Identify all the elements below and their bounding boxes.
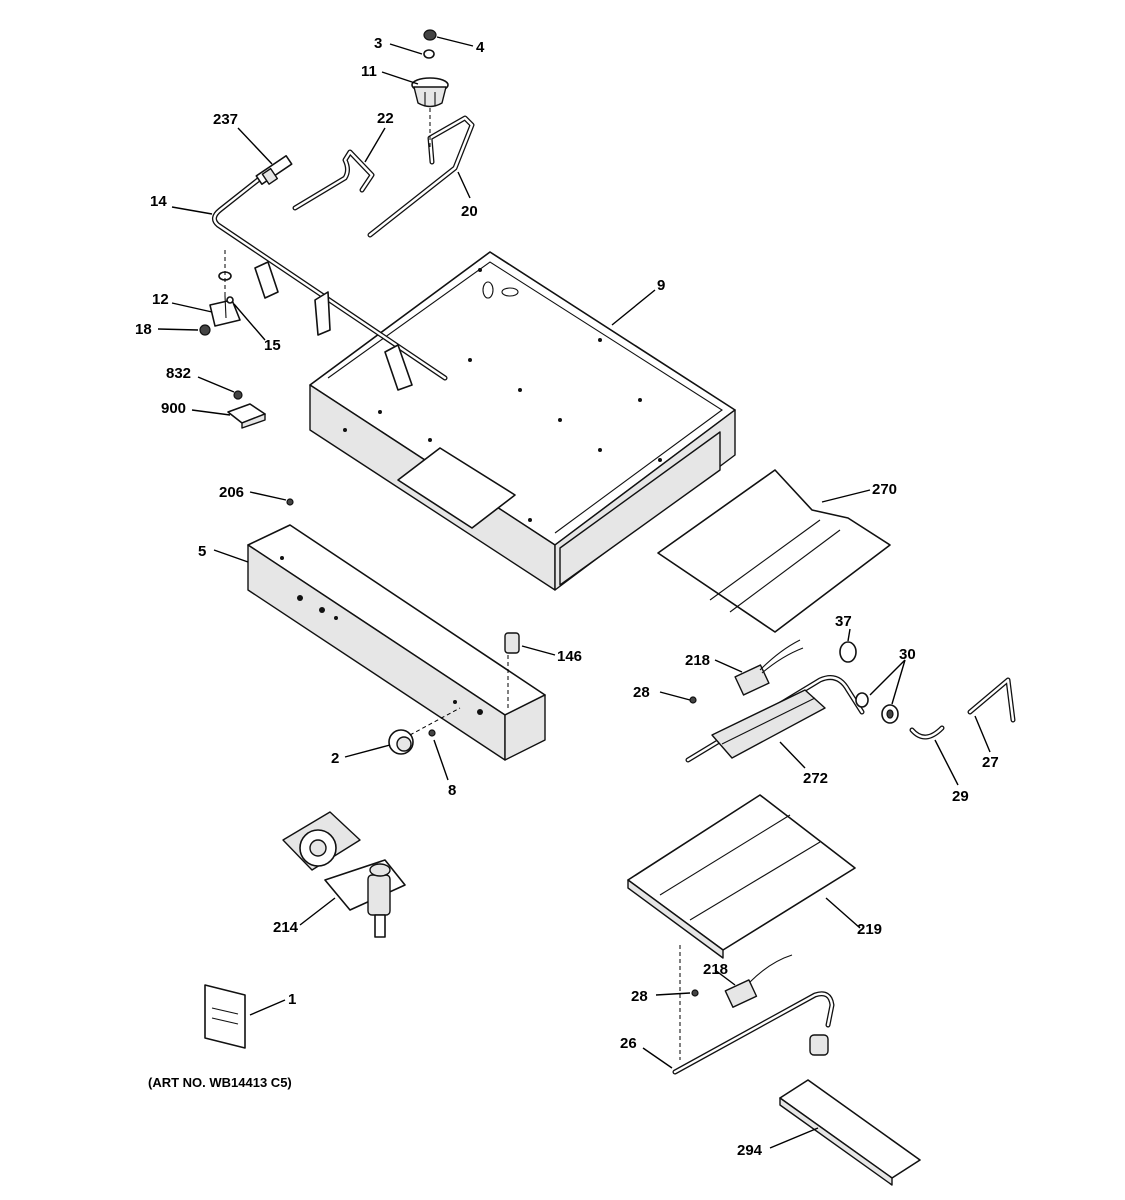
callout-1: 1 [288,991,296,1008]
callout-20: 20 [461,203,478,220]
part-832-screw [233,390,243,400]
part-294-baffle [779,1079,921,1186]
callout-29: 29 [952,788,969,805]
callout-237: 237 [213,111,238,128]
callout-294: 294 [737,1142,763,1159]
part-20-tube [367,115,475,238]
callout-15: 15 [264,337,281,354]
callout-832: 832 [166,365,191,382]
part-29-elbow [909,725,945,740]
part-9-burner-box [309,251,736,591]
part-8-screw [428,729,436,737]
callout-214: 214 [273,919,299,936]
callout-2: 2 [331,750,339,767]
part-3-washer [423,49,435,59]
callout-900: 900 [161,400,186,417]
art-number: (ART NO. WB14413 C5) [148,1075,292,1090]
part-14-manifold-pipe [212,177,448,391]
part-28-screw-lower [691,989,699,997]
part-22-tube [292,149,375,211]
part-214-regulator-valve [282,811,406,938]
part-2-knob [388,729,414,755]
callout-28-lower: 28 [631,988,648,1005]
callout-206: 206 [219,484,244,501]
part-146-clip [504,632,520,654]
callout-4: 4 [476,39,485,56]
part-11-orifice-holder [411,77,449,108]
part-270-burner-cover [657,469,891,633]
part-37-cap [839,641,857,663]
part-219-broil-cover [627,794,856,959]
callout-272: 272 [803,770,828,787]
part-18-nut [199,324,211,336]
part-237-fitting [255,154,293,186]
alignment-line [409,707,461,736]
part-28-screw-upper [689,696,697,704]
part-1-literature-pack [204,984,246,1049]
callout-30: 30 [899,646,916,663]
callout-5: 5 [198,543,206,560]
callout-18: 18 [135,321,152,338]
part-5-manifold-panel [247,524,546,761]
part-27-tube [967,677,1016,723]
part-272-burner-deflector [711,689,826,759]
part-26-lower-burner-tube [672,991,835,1075]
part-218-igniter-upper [734,639,804,696]
callout-labels: 3 4 11 237 22 20 14 9 12 18 15 832 900 2… [135,35,999,1159]
part-15-screw [226,296,234,304]
callout-146: 146 [557,648,582,665]
part-4-nut [423,29,437,41]
callout-14: 14 [150,193,167,210]
part-upper-burner-tube [685,675,865,763]
callout-218-lower: 218 [703,961,728,978]
part-30-orifice [855,692,899,724]
callout-218-upper: 218 [685,652,710,669]
callout-8: 8 [448,782,456,799]
callout-12: 12 [152,291,169,308]
callout-270: 270 [872,481,897,498]
callout-9: 9 [657,277,665,294]
callout-28-upper: 28 [633,684,650,701]
callout-27: 27 [982,754,999,771]
part-900-bracket [227,403,266,429]
part-218-igniter-lower [724,954,793,1008]
part-206-screw [286,498,294,506]
callout-22: 22 [377,110,394,127]
callout-26: 26 [620,1035,637,1052]
callout-219: 219 [857,921,882,938]
callout-37: 37 [835,613,852,630]
callout-11: 11 [361,63,377,80]
callout-3: 3 [374,35,382,52]
leader-lines [157,36,991,1149]
part-12-bracket [209,295,241,327]
